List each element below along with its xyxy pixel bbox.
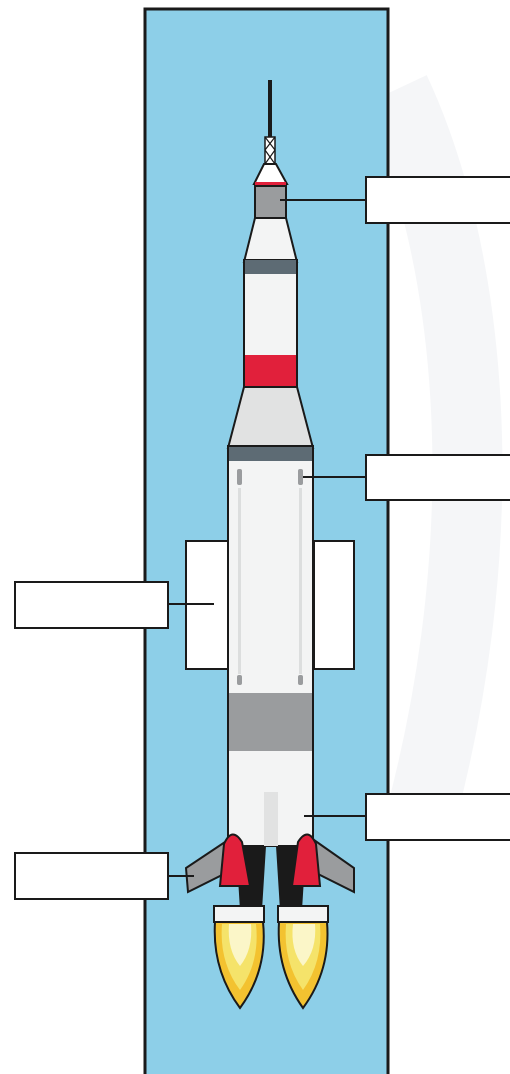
right-red-fairing [290,833,322,887]
main-stage-gray-band [229,693,312,751]
label-box-fins-left[interactable] [14,852,169,900]
right-side-booster [313,540,355,670]
left-flame [213,921,265,1010]
main-stage-body [227,445,314,847]
right-flame [277,921,329,1010]
escape-tower-lattice [264,136,276,165]
main-stage-dark-band [229,447,312,461]
label-box-lower-right[interactable] [365,793,510,841]
label-box-top-right[interactable] [365,176,510,224]
right-nozzle-rim [277,905,329,923]
label-box-middle-right[interactable] [365,454,510,501]
interstage-flare [226,386,315,449]
upper-stage-dark-band [245,260,296,274]
background-watermark [363,75,503,830]
upper-stage-red-band [245,355,296,386]
nose-cone-tip [252,163,289,185]
label-box-boosters-left[interactable] [14,581,169,629]
capsule-section [254,185,287,219]
left-red-fairing [218,833,252,887]
nose-red-ring [255,182,286,186]
main-stage-details [237,469,303,846]
left-nozzle-rim [213,905,265,923]
